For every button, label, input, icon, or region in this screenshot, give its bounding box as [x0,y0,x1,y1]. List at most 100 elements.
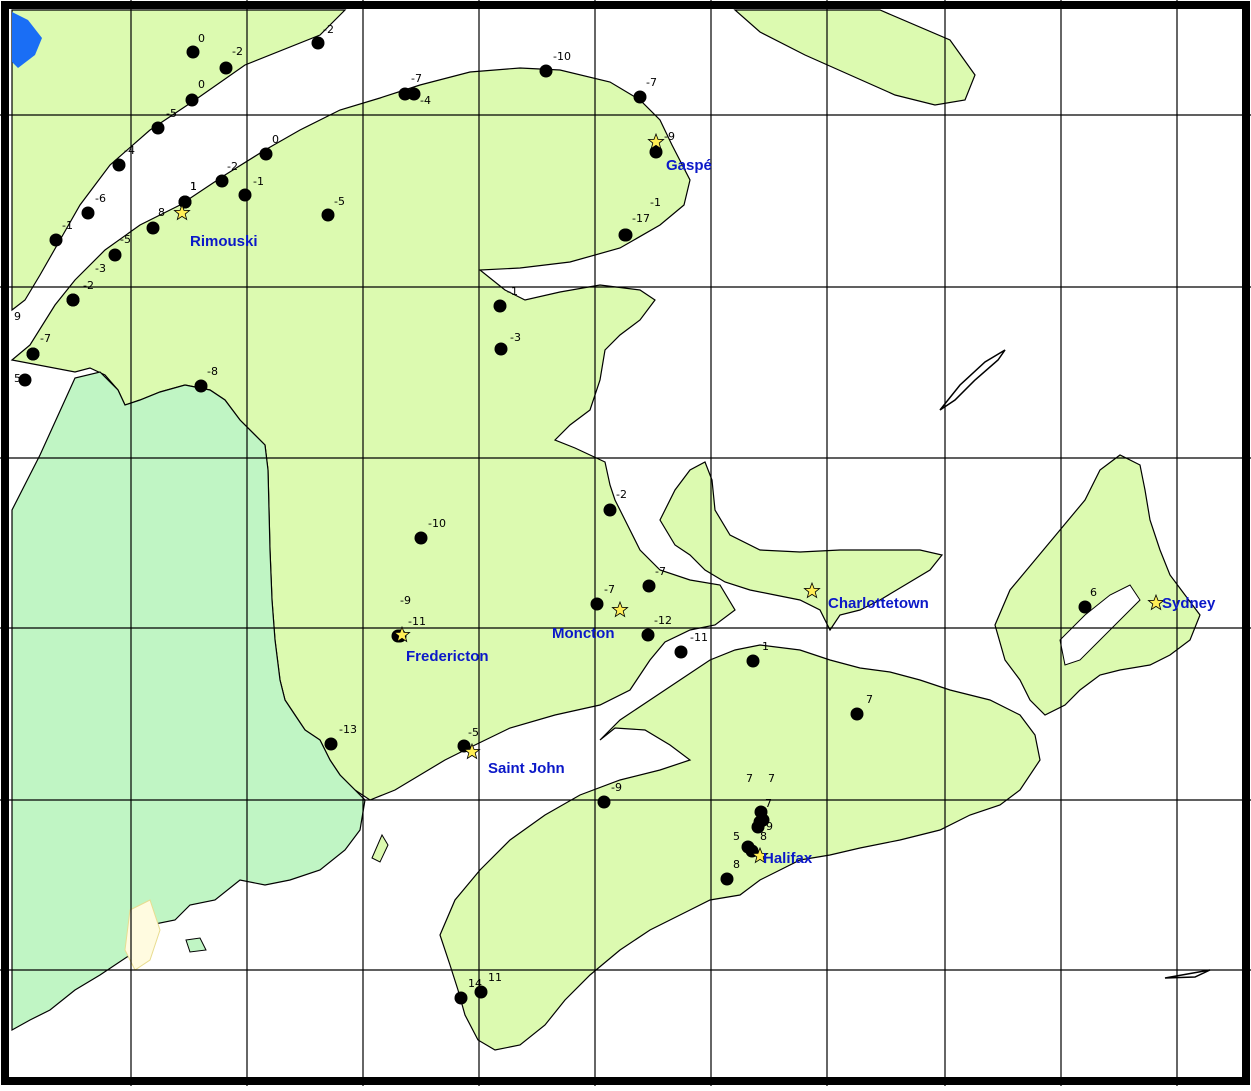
station-value: 7 [866,693,873,706]
station-value: 5 [14,372,21,385]
station-dot [26,347,40,361]
station-dot [493,299,507,313]
station-value: -7 [604,583,615,596]
station-value: -10 [428,517,446,530]
city-label-sydney: Sydney [1162,595,1216,612]
station-value: -1 [650,196,661,209]
station-dot [407,87,421,101]
station-value: 8 [733,858,740,871]
station-value: -1 [62,219,73,232]
land-quebec-north-shore [11,9,347,312]
station-dot [151,121,165,135]
station-value: -9 [400,594,411,607]
station-dot [474,985,488,999]
station-dot [539,64,553,78]
station-dot [619,228,633,242]
station-value: -5 [166,107,177,120]
magdalen-islands [939,349,1006,411]
station-dot [112,158,126,172]
station-value: -3 [510,331,521,344]
station-value: -7 [411,72,422,85]
land-nova-scotia [439,644,1041,1051]
station-value: -2 [323,23,334,36]
station-value: 9 [766,820,773,833]
city-label-fredericton: Fredericton [406,648,489,665]
station-value: -5 [334,195,345,208]
star-icon [463,742,481,760]
station-value: -4 [124,144,135,157]
station-value: -17 [632,212,650,225]
station-value: -5 [468,726,479,739]
station-value: 8 [158,206,165,219]
station-dot [108,248,122,262]
station-dot [321,208,335,222]
station-value: -6 [95,192,106,205]
station-dot [66,293,80,307]
station-value: -1 [253,175,264,188]
station-value: 8 [760,830,767,843]
station-dot [642,579,656,593]
station-value: -12 [654,614,672,627]
station-value: -2 [83,279,94,292]
station-dot [324,737,338,751]
station-dot [259,147,273,161]
land-cape-breton [994,454,1201,716]
station-value: 0 [198,78,205,91]
station-value: 6 [1090,586,1097,599]
station-value: 1 [190,180,197,193]
station-dot [590,597,604,611]
city-label-gaspe: Gaspé [666,157,712,174]
station-value: -13 [339,723,357,736]
station-dot [186,45,200,59]
station-value: -2 [616,488,627,501]
station-value: -2 [232,45,243,58]
usa-small-lake-1 [124,899,161,971]
station-value: -11 [690,631,708,644]
station-value: 9 [14,310,21,323]
station-value: -10 [553,50,571,63]
station-dot [751,820,765,834]
city-label-moncton: Moncton [552,625,614,642]
station-dot [81,206,95,220]
station-dot [633,90,647,104]
bras-dor-lake [1059,584,1141,666]
station-value: -7 [646,76,657,89]
station-value: -5 [120,233,131,246]
station-value: -9 [664,130,675,143]
grand-manan [371,833,389,863]
land-anticosti [733,9,976,106]
station-value: 5 [733,830,740,843]
station-dot [238,188,252,202]
station-value: 1 [190,180,197,193]
station-value: 0 [272,133,279,146]
station-dot [215,174,229,188]
usa-small-lake-2 [185,937,207,953]
city-label-charlottetown: Charlottetown [828,595,929,612]
station-dot [1078,600,1092,614]
station-dot [414,531,428,545]
station-dot [49,233,63,247]
city-label-halifax: Halifax [763,850,813,867]
lake [12,12,42,68]
station-value: -8 [207,365,218,378]
star-icon [393,625,411,643]
station-dot [649,145,663,159]
station-value: -4 [420,94,431,107]
station-value: -7 [655,565,666,578]
station-value: -3 [95,262,106,275]
star-icon [611,600,629,618]
station-value: 7 [768,772,775,785]
station-dot [194,379,208,393]
station-value: -1 [507,285,518,298]
station-dot [603,503,617,517]
station-dot [18,373,32,387]
station-dot [311,36,325,50]
station-dot [720,872,734,886]
station-value: -11 [408,615,426,628]
station-dot [597,795,611,809]
station-value: 11 [488,971,502,984]
